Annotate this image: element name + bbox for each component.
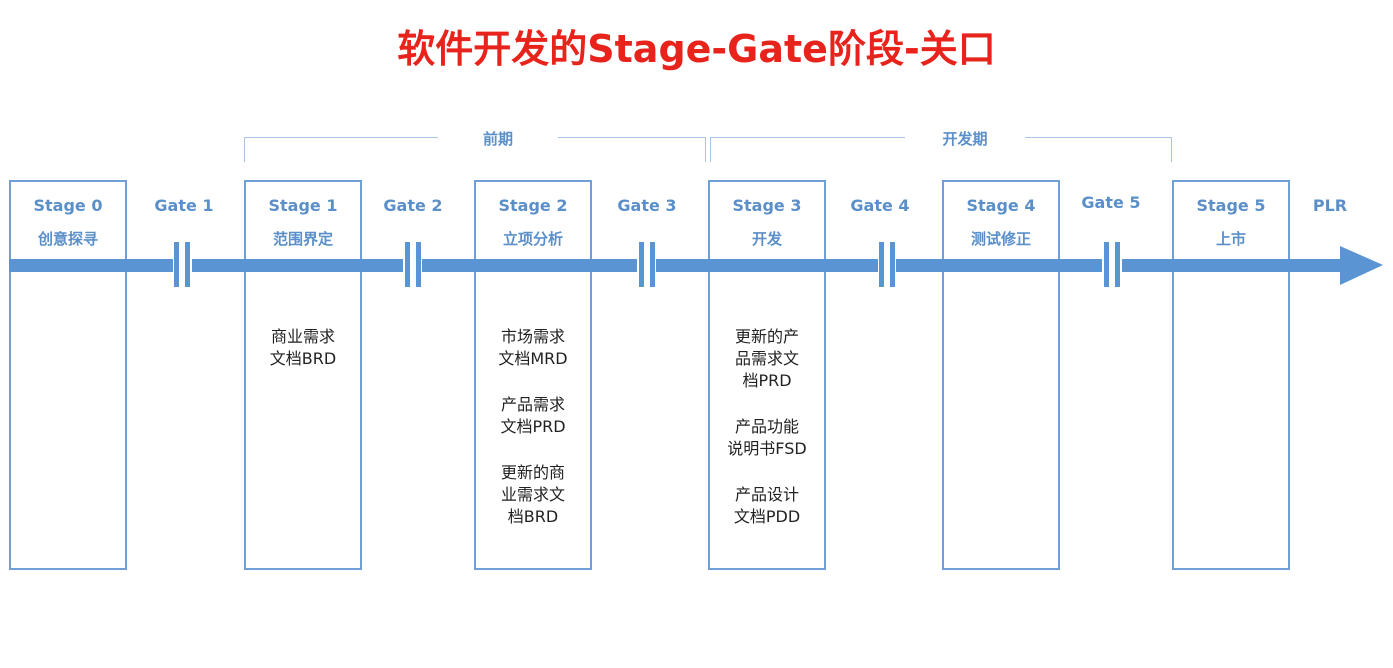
timeline-segment-2 bbox=[422, 259, 637, 272]
stage-box-4 bbox=[942, 180, 1060, 570]
stage-box-1 bbox=[244, 180, 362, 570]
gate-marker-4a bbox=[879, 242, 884, 287]
stage-name-2: Stage 2 bbox=[498, 196, 568, 215]
stage-3-doc-1: 产品功能 说明书FSD bbox=[727, 417, 807, 458]
stage-sub-0: 创意探寻 bbox=[37, 230, 98, 248]
timeline-segment-4 bbox=[896, 259, 1102, 272]
timeline-segment-0 bbox=[9, 259, 173, 272]
stage-sub-5: 上市 bbox=[1215, 230, 1246, 248]
gate-marker-5a bbox=[1104, 242, 1109, 287]
stage-2-doc-2: 更新的商 业需求文 档BRD bbox=[500, 463, 565, 526]
stage-name-1: Stage 1 bbox=[268, 196, 338, 215]
stage-name-4: Stage 4 bbox=[966, 196, 1036, 215]
gate-name-2: Gate 2 bbox=[383, 196, 443, 215]
gate-marker-1b bbox=[185, 242, 190, 287]
stage-3-doc-0: 更新的产 品需求文 档PRD bbox=[734, 327, 799, 390]
timeline-line-segments bbox=[9, 259, 1344, 272]
gate-marker-2a bbox=[405, 242, 410, 287]
stage-3-doc-2: 产品设计 文档PDD bbox=[733, 485, 801, 526]
gate-markers bbox=[174, 242, 1120, 287]
stage-name-3: Stage 3 bbox=[732, 196, 802, 215]
gate-name-4: Gate 4 bbox=[850, 196, 910, 215]
gate-marker-3a bbox=[639, 242, 644, 287]
plr-label: PLR bbox=[1312, 196, 1348, 215]
stage-box-3 bbox=[708, 180, 826, 570]
stage-sub-1: 范围界定 bbox=[272, 230, 333, 248]
phase-label-dev: 开发期 bbox=[905, 128, 1025, 149]
gate-marker-1a bbox=[174, 242, 179, 287]
page-title: 软件开发的Stage-Gate阶段-关口 bbox=[397, 27, 996, 71]
timeline-segment-5 bbox=[1122, 259, 1344, 272]
stage-sub-3: 开发 bbox=[751, 230, 782, 248]
timeline-segment-1 bbox=[192, 259, 403, 272]
stage-sub-2: 立项分析 bbox=[502, 230, 563, 248]
stage-2-doc-1: 产品需求 文档PRD bbox=[500, 395, 566, 436]
stage-box-2 bbox=[474, 180, 592, 570]
timeline-segment-3 bbox=[656, 259, 878, 272]
stage-name-0: Stage 0 bbox=[33, 196, 103, 215]
timeline-arrowhead bbox=[1340, 246, 1383, 285]
gate-name-5: Gate 5 bbox=[1081, 193, 1141, 212]
stage-name-5: Stage 5 bbox=[1196, 196, 1266, 215]
stage-2-doc-0: 市场需求 文档MRD bbox=[498, 327, 568, 368]
stage-1-doc-0: 商业需求 文档BRD bbox=[269, 327, 337, 368]
gate-marker-3b bbox=[650, 242, 655, 287]
stage-box-0 bbox=[9, 180, 127, 570]
gate-marker-4b bbox=[890, 242, 895, 287]
stage-box-5 bbox=[1172, 180, 1290, 570]
stage-sub-4: 测试修正 bbox=[970, 230, 1031, 248]
gate-name-1: Gate 1 bbox=[154, 196, 214, 215]
phase-label-early: 前期 bbox=[438, 128, 558, 149]
gate-name-3: Gate 3 bbox=[617, 196, 677, 215]
gate-marker-2b bbox=[416, 242, 421, 287]
gate-marker-5b bbox=[1115, 242, 1120, 287]
